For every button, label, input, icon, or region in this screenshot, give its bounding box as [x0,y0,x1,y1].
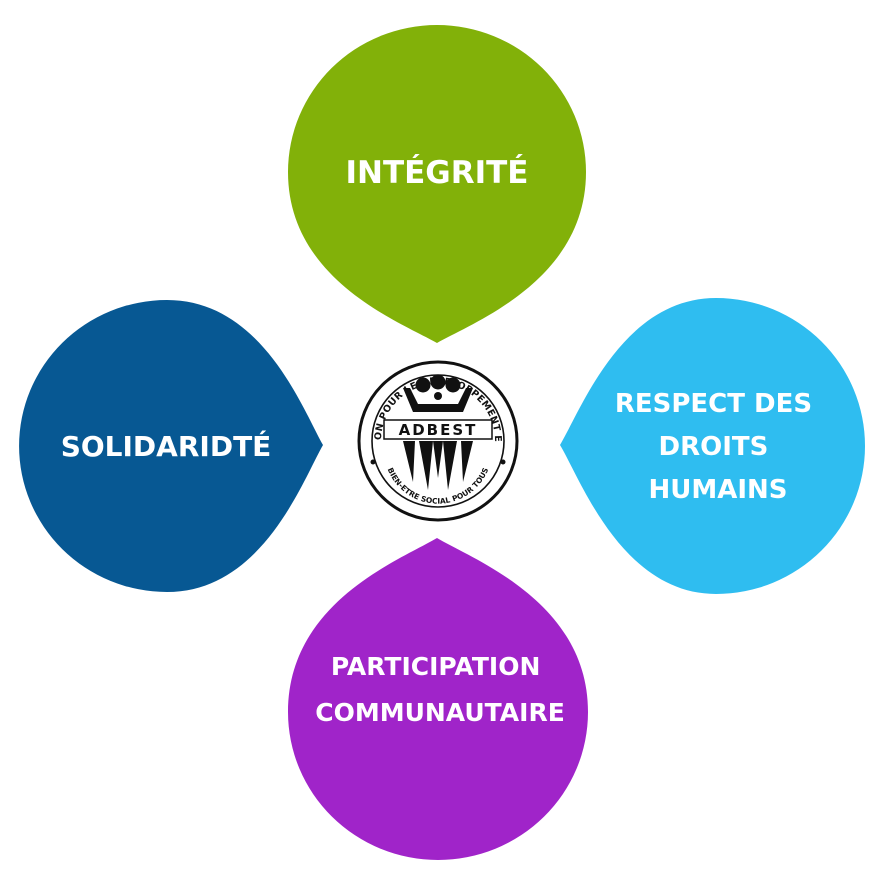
petal-participation-line-2: COMMUNAUTAIRE [315,698,565,727]
petal-participation-line-1: PARTICIPATION [331,652,540,681]
petal-respect: RESPECT DES DROITS HUMAINS [560,298,865,594]
petal-respect-line-1: RESPECT DES [615,389,812,419]
logo-arms-icon [403,388,473,412]
logo-dot-left [370,459,376,465]
petal-solidarite: SOLIDARIDTÉ [19,300,324,592]
logo-head-1 [415,377,431,393]
petal-integrite: INTÉGRITÉ [288,25,586,343]
petal-participation-label: PARTICIPATION COMMUNAUTAIRE [315,652,565,727]
logo-figures-icon [403,441,473,490]
logo-name: ADBEST [399,421,478,439]
petal-respect-line-3: HUMAINS [648,475,787,505]
petal-respect-line-2: DROITS [659,432,769,462]
petal-respect-label: RESPECT DES DROITS HUMAINS [615,389,821,505]
petal-solidarite-label: SOLIDARIDTÉ [61,429,272,463]
logo-head-4 [434,392,442,400]
logo-head-2 [430,374,446,390]
logo-dot-right [500,459,506,465]
petal-respect-shape [560,298,865,594]
petal-solidarite-shape [19,300,324,592]
petal-integrite-shape [288,25,586,343]
petal-integrite-label: INTÉGRITÉ [346,155,529,191]
logo-head-3 [445,377,461,393]
petal-participation: PARTICIPATION COMMUNAUTAIRE [288,538,588,860]
petal-participation-shape [288,538,588,860]
logo-name-band [383,419,493,440]
